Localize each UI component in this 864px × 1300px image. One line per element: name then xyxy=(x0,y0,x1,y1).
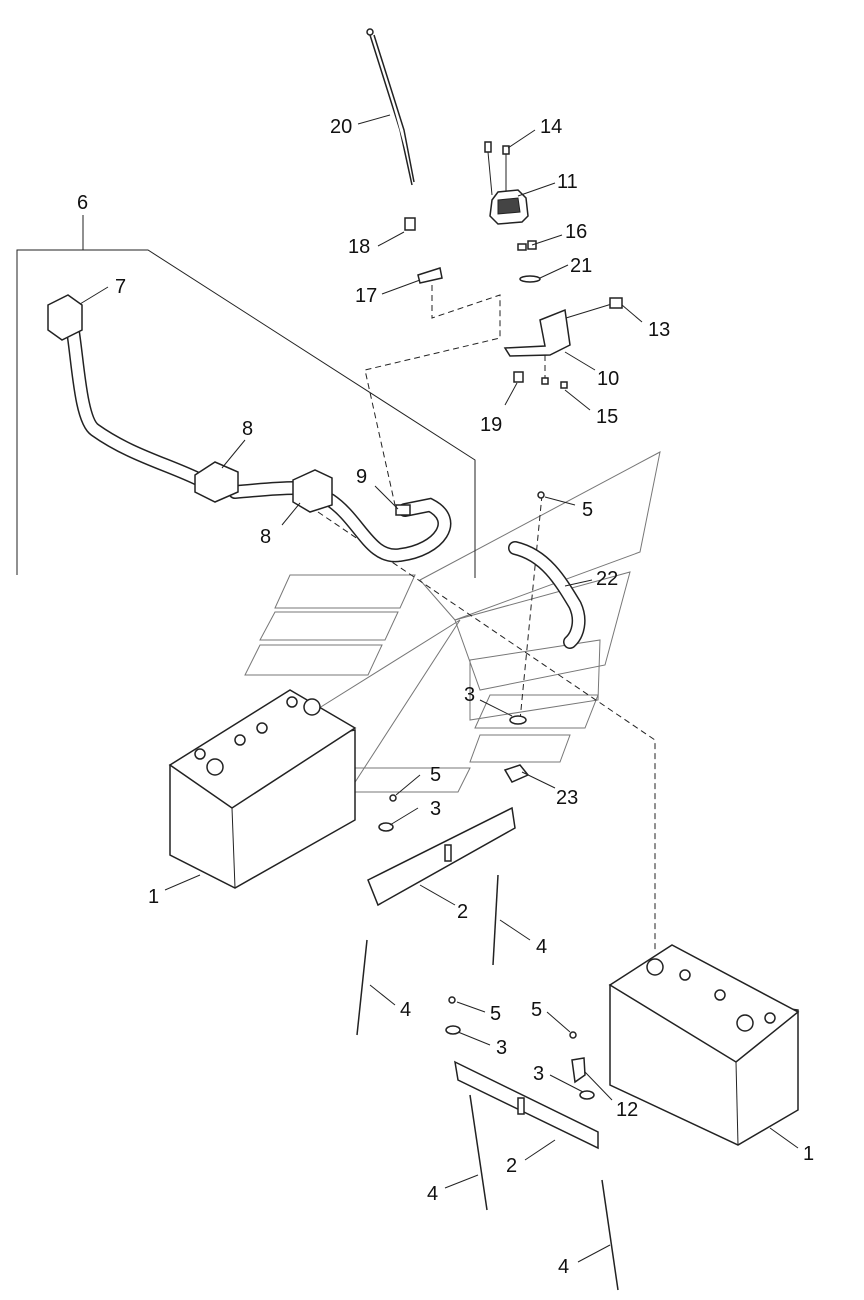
clamp-plates xyxy=(367,806,599,1150)
label-18: 18 xyxy=(348,236,370,258)
label-2-upper: 2 xyxy=(457,901,468,923)
part-17-clip xyxy=(417,267,443,284)
label-22: 22 xyxy=(596,568,618,590)
assembly-lines xyxy=(317,275,656,950)
label-5-mid: 5 xyxy=(430,764,441,786)
label-5-top: 5 xyxy=(582,499,593,521)
label-1-left: 1 xyxy=(148,886,159,908)
label-16: 16 xyxy=(565,221,587,243)
label-19: 19 xyxy=(480,414,502,436)
label-3-top: 3 xyxy=(464,684,475,706)
label-1-right: 1 xyxy=(803,1143,814,1165)
cable-assembly xyxy=(47,294,452,563)
label-12: 12 xyxy=(616,1099,638,1121)
label-8-upper: 8 xyxy=(242,418,253,440)
part-14-bolts xyxy=(484,141,510,196)
label-4-mid-right: 4 xyxy=(536,936,547,958)
battery-right xyxy=(608,944,800,1146)
label-5-lower-right: 5 xyxy=(531,999,542,1021)
leader-lines xyxy=(79,114,799,1263)
label-11: 11 xyxy=(557,171,578,193)
label-3-mid: 3 xyxy=(430,798,441,820)
label-7: 7 xyxy=(115,276,126,298)
rods xyxy=(356,874,619,1291)
label-4-lower-right: 4 xyxy=(558,1256,569,1278)
label-4-mid-left: 4 xyxy=(400,999,411,1021)
label-5-lower-left: 5 xyxy=(490,1003,501,1025)
label-6: 6 xyxy=(77,192,88,214)
label-3-lower-left: 3 xyxy=(496,1037,507,1059)
hardware xyxy=(378,491,595,1100)
label-17: 17 xyxy=(355,285,377,307)
part-10-bracket xyxy=(503,297,623,357)
part-22-hose xyxy=(508,541,586,649)
label-13: 13 xyxy=(648,319,670,341)
label-9: 9 xyxy=(356,466,367,488)
part-20-rod xyxy=(366,28,415,186)
label-10: 10 xyxy=(597,368,619,390)
reference-labels: 20 14 11 16 18 21 17 13 10 19 15 6 7 8 8… xyxy=(77,116,814,1278)
label-3-lower-right: 3 xyxy=(533,1063,544,1085)
label-8-lower: 8 xyxy=(260,526,271,548)
label-4-lower-left: 4 xyxy=(427,1183,438,1205)
part-19-15 xyxy=(513,371,568,389)
label-21: 21 xyxy=(570,255,592,277)
label-14: 14 xyxy=(540,116,562,138)
battery-left xyxy=(168,689,357,889)
label-23: 23 xyxy=(556,787,578,809)
part-11-switch xyxy=(489,189,529,225)
label-2-lower: 2 xyxy=(506,1155,517,1177)
label-20: 20 xyxy=(330,116,352,138)
bracket-group-6 xyxy=(16,215,476,578)
label-15: 15 xyxy=(596,406,618,428)
